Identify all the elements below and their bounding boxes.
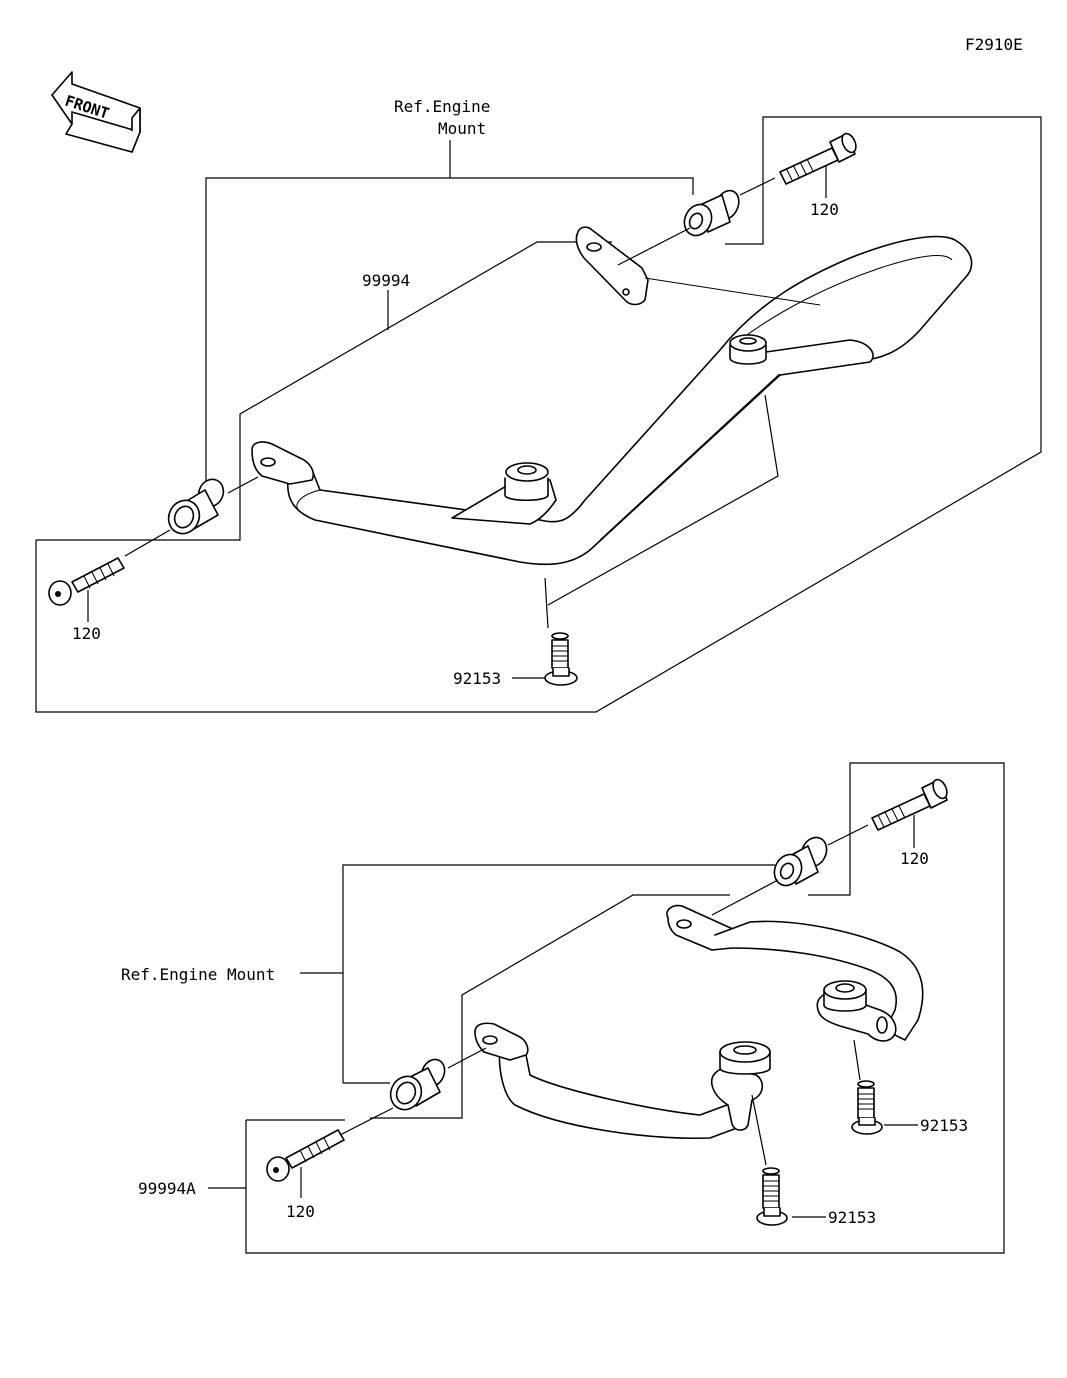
- lower-ref-bracket: [342, 864, 775, 1083]
- lower-assembly-label: 99994A: [138, 1179, 196, 1198]
- lower-rear-bar: [714, 920, 924, 1041]
- grommet-icon: [683, 189, 740, 237]
- upper-ref-engine-line1: Ref.Engine: [394, 97, 490, 116]
- lower-assembly-outline: [245, 762, 1005, 1254]
- front-arrow-icon: FRONT: [51, 71, 141, 153]
- socket-bolt-icon: [48, 557, 125, 606]
- upper-front-plate: [251, 441, 315, 485]
- flange-screw-icon: [544, 632, 578, 686]
- socket-bolt-icon: [779, 132, 857, 185]
- lower-assembly: 120 120 92153: [121, 762, 1005, 1254]
- lower-screw-right-label: 92153: [920, 1116, 968, 1135]
- grommet-icon: [167, 478, 225, 535]
- upper-screw-label: 92153: [453, 669, 501, 688]
- grommet-icon: [389, 1058, 446, 1111]
- lower-bolt-left-label: 120: [286, 1202, 315, 1221]
- socket-bolt-icon: [266, 1129, 345, 1182]
- grommet-icon: [773, 836, 828, 887]
- lower-front-plate: [474, 1022, 529, 1061]
- lower-bolt-right-label: 120: [900, 849, 929, 868]
- upper-assembly-label: 99994: [362, 271, 410, 290]
- lower-front-bar: [498, 1041, 746, 1140]
- upper-bolt-right-label: 120: [810, 200, 839, 219]
- lower-ref-engine-label: Ref.Engine Mount: [121, 965, 275, 984]
- upper-assembly: 120 120 92153 Ref.Engin: [35, 97, 1042, 713]
- flange-screw-icon: [851, 1080, 883, 1135]
- figure-code: F2910E: [965, 35, 1023, 54]
- upper-center-spacer: [504, 477, 549, 502]
- lower-screw-center-label: 92153: [828, 1208, 876, 1227]
- flange-screw-icon: [756, 1167, 788, 1226]
- upper-bolt-left-label: 120: [72, 624, 101, 643]
- upper-guard-bar: [286, 235, 973, 566]
- upper-rear-plate: [575, 226, 649, 306]
- socket-bolt-icon: [871, 778, 948, 831]
- upper-ref-engine-line2: Mount: [438, 119, 486, 138]
- upper-assembly-outline: [35, 116, 1042, 713]
- upper-ref-bracket: [205, 177, 694, 486]
